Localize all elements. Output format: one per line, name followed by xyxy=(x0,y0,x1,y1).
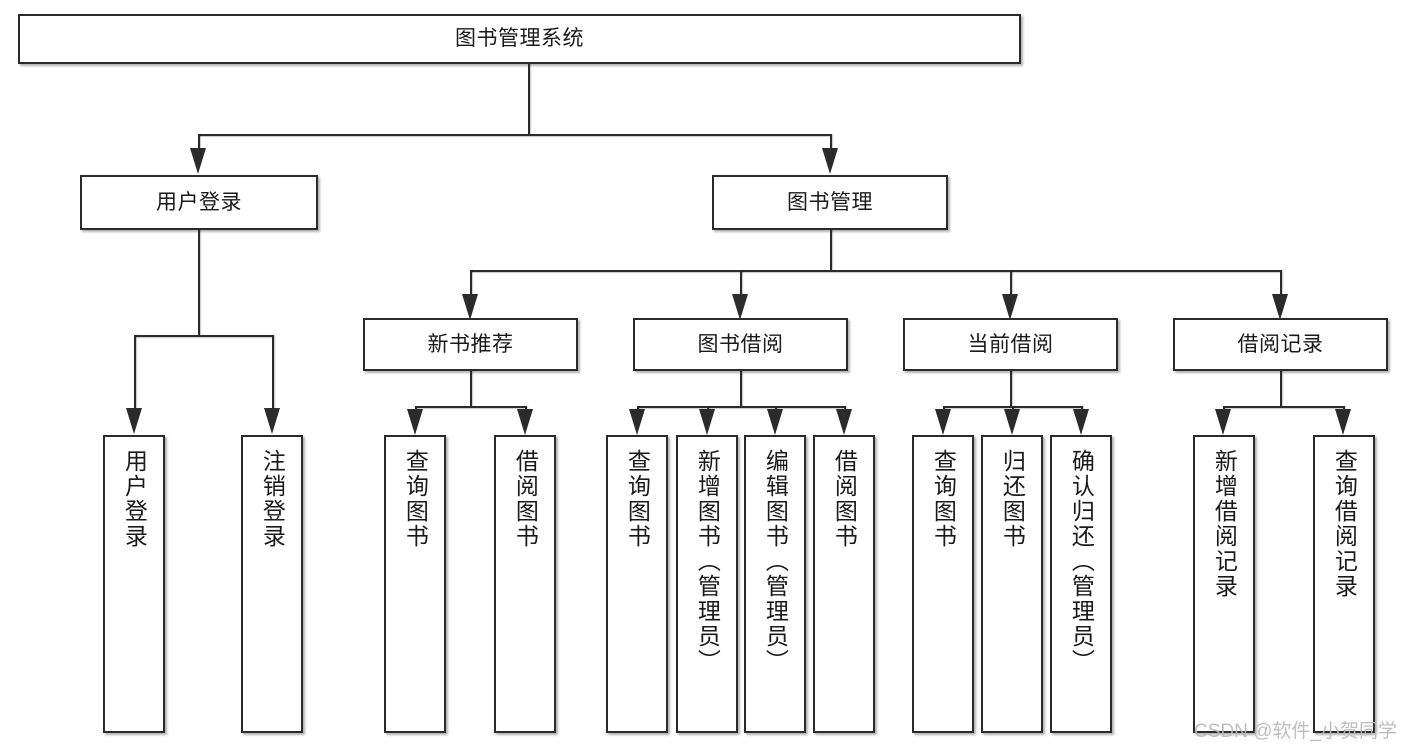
leaf-return-book[interactable]: 归还图书 xyxy=(981,435,1043,733)
node-book-borrow-label: 图书借阅 xyxy=(697,332,784,356)
leaf-edit-book[interactable]: 编辑图书（管理员） xyxy=(744,435,806,733)
connector-book-manage-stem xyxy=(830,230,832,270)
node-book-manage-label: 图书管理 xyxy=(787,190,873,214)
node-user-login-label: 用户登录 xyxy=(156,190,242,214)
leaf-logout-label: 注销登录 xyxy=(259,449,286,549)
arrowhead-leaf-confirm-return xyxy=(1073,409,1089,435)
arrowhead-new-book-rec xyxy=(462,294,478,320)
connector-user-login-bus xyxy=(134,335,272,337)
arrowhead-leaf-add-book xyxy=(699,409,715,435)
arrowhead-leaf-return-book xyxy=(1004,409,1020,435)
leaf-borrow-book-2-label: 借阅图书 xyxy=(831,449,858,549)
connector-user-login-leaf2 xyxy=(272,335,274,411)
leaf-borrow-book-1[interactable]: 借阅图书 xyxy=(494,435,556,733)
leaf-borrow-book-2[interactable]: 借阅图书 xyxy=(813,435,875,733)
connector-br-bus xyxy=(1223,406,1343,408)
leaf-confirm-return[interactable]: 确认归还（管理员） xyxy=(1050,435,1112,733)
leaf-user-login-label: 用户登录 xyxy=(121,449,148,549)
leaf-add-book-label: 新增图书（管理员） xyxy=(694,449,721,674)
leaf-borrow-book-1-label: 借阅图书 xyxy=(512,449,539,549)
connector-bm-to-book-borrow xyxy=(740,270,742,298)
arrowhead-book-manage xyxy=(822,148,838,174)
arrowhead-leaf-edit-book xyxy=(767,409,783,435)
connector-user-login-stem xyxy=(198,230,200,335)
connector-bb-stem xyxy=(740,371,742,406)
watermark: CSDN @软件_小贺同学 xyxy=(1194,721,1397,742)
arrowhead-leaf-query-book-2 xyxy=(629,409,645,435)
node-book-borrow[interactable]: 图书借阅 xyxy=(633,318,848,371)
arrowhead-leaf-query-book-3 xyxy=(935,409,951,435)
arrowhead-user-login xyxy=(190,148,206,174)
leaf-query-book-2-label: 查询图书 xyxy=(624,449,651,549)
leaf-query-book-3-label: 查询图书 xyxy=(930,449,957,549)
leaf-query-book-1-label: 查询图书 xyxy=(402,449,429,549)
node-borrow-record-label: 借阅记录 xyxy=(1237,332,1324,356)
leaf-logout[interactable]: 注销登录 xyxy=(241,435,303,733)
connector-bm-to-borrow-record xyxy=(1280,270,1282,298)
arrowhead-leaf-logout xyxy=(264,408,280,434)
leaf-confirm-return-label: 确认归还（管理员） xyxy=(1068,449,1095,674)
connector-root-to-user-login xyxy=(198,134,200,158)
connector-nbr-stem xyxy=(470,371,472,406)
node-borrow-record[interactable]: 借阅记录 xyxy=(1173,318,1388,371)
connector-bm-to-current-borrow xyxy=(1010,270,1012,298)
node-new-book-rec-label: 新书推荐 xyxy=(427,332,514,356)
connector-root-to-book-manage xyxy=(830,134,832,158)
connector-bb-bus xyxy=(637,406,844,408)
arrowhead-book-borrow xyxy=(732,294,748,320)
node-book-manage[interactable]: 图书管理 xyxy=(712,175,948,230)
arrowhead-leaf-query-record xyxy=(1335,409,1351,435)
arrowhead-leaf-user-login xyxy=(126,408,142,434)
leaf-query-book-3[interactable]: 查询图书 xyxy=(912,435,974,733)
arrowhead-borrow-record xyxy=(1272,294,1288,320)
arrowhead-current-borrow xyxy=(1002,294,1018,320)
connector-book-manage-bus xyxy=(470,270,1280,272)
node-new-book-rec[interactable]: 新书推荐 xyxy=(363,318,578,371)
arrowhead-leaf-query-book-1 xyxy=(407,409,423,435)
connector-nbr-bus xyxy=(415,406,525,408)
arrowhead-leaf-borrow-book-1 xyxy=(517,409,533,435)
node-user-login[interactable]: 用户登录 xyxy=(80,175,318,230)
connector-bm-to-new-book xyxy=(470,270,472,298)
leaf-user-login[interactable]: 用户登录 xyxy=(103,435,165,733)
node-root-label: 图书管理系统 xyxy=(455,27,584,51)
leaf-add-record[interactable]: 新增借阅记录 xyxy=(1193,435,1255,733)
leaf-add-book[interactable]: 新增图书（管理员） xyxy=(676,435,738,733)
leaf-edit-book-label: 编辑图书（管理员） xyxy=(762,449,789,674)
connector-root-bus xyxy=(198,134,830,136)
node-root[interactable]: 图书管理系统 xyxy=(18,14,1021,64)
arrowhead-leaf-borrow-book-2 xyxy=(836,409,852,435)
connector-user-login-leaf1 xyxy=(134,335,136,411)
connector-cb-stem xyxy=(1010,371,1012,406)
leaf-add-record-label: 新增借阅记录 xyxy=(1211,449,1238,599)
leaf-query-record-label: 查询借阅记录 xyxy=(1331,449,1358,599)
leaf-query-book-1[interactable]: 查询图书 xyxy=(384,435,446,733)
connector-root-stem xyxy=(528,64,530,134)
node-current-borrow[interactable]: 当前借阅 xyxy=(903,318,1118,371)
connector-br-stem xyxy=(1280,371,1282,406)
leaf-query-record[interactable]: 查询借阅记录 xyxy=(1313,435,1375,733)
node-current-borrow-label: 当前借阅 xyxy=(967,332,1054,356)
leaf-return-book-label: 归还图书 xyxy=(999,449,1026,549)
arrowhead-leaf-add-record xyxy=(1215,409,1231,435)
leaf-query-book-2[interactable]: 查询图书 xyxy=(606,435,668,733)
